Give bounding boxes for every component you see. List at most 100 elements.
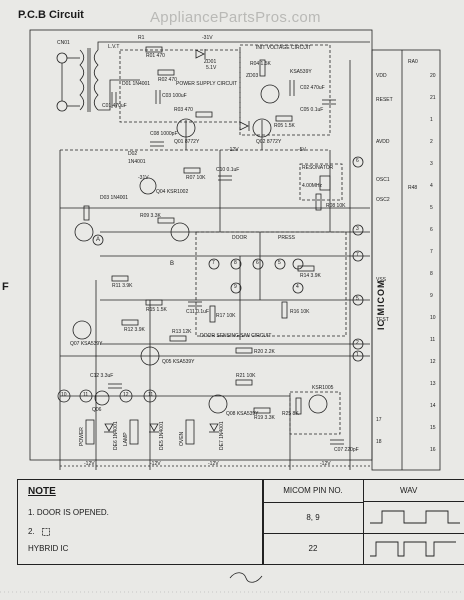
- label-r01: R01 470: [146, 53, 165, 59]
- node-number: 6: [256, 260, 259, 266]
- ic-pin-number: 15: [430, 425, 436, 431]
- label-reset: RESET: [376, 97, 393, 103]
- label-test: TEST: [376, 317, 389, 323]
- ic-pin-number: 1: [430, 117, 433, 123]
- label-r48: R48: [408, 185, 418, 191]
- label-c10: C10 0.1uF: [216, 167, 240, 173]
- label-resonator: RESONATOR: [302, 165, 334, 171]
- diodes: [104, 49, 250, 433]
- node-number: 5: [278, 260, 281, 266]
- ic-pin-number: 21: [430, 95, 436, 101]
- label-ra0: RA0: [408, 59, 418, 65]
- label-minus12c: -12V: [208, 461, 219, 467]
- label-osc1: OSC1: [376, 177, 390, 183]
- label-r05: R05 1.5K: [274, 123, 295, 129]
- ic-pin-number: 3: [430, 161, 433, 167]
- node-circles: [57, 156, 364, 403]
- node-cn01-b: [56, 100, 68, 112]
- ic-pin-number: 20: [430, 73, 436, 79]
- capacitors: [108, 80, 344, 445]
- note-title: NOTE: [28, 486, 56, 497]
- ic-pin-number: 4: [430, 183, 433, 189]
- label-door-sensing: DOOR SENSING S/W CIRCUIT: [200, 333, 272, 339]
- label-r07: R07 10K: [186, 175, 206, 181]
- ic-pin-number: 10: [430, 315, 436, 321]
- note-item-1: 1. DOOR IS OPENED.: [28, 508, 109, 517]
- ic-pin-number: 17: [376, 417, 382, 423]
- node-number: 11: [148, 392, 154, 398]
- ic-pin-number: 13: [430, 381, 436, 387]
- hybrid-ic-box: [289, 391, 341, 435]
- label-d01: D01 1N4001: [122, 81, 151, 87]
- ic-pin-number: 18: [376, 439, 382, 445]
- bus-top: [97, 41, 370, 50]
- transistor-q07: [72, 320, 92, 340]
- label-c12: C12 3.3uF: [90, 373, 114, 379]
- node-number: 3: [356, 226, 359, 232]
- label-c11: C11 0.1uF: [186, 309, 209, 315]
- pin-table-row-1: 8, 9: [263, 503, 364, 534]
- pin-table-row-2: 22: [263, 534, 364, 564]
- label-node-b: B: [170, 261, 175, 267]
- label-r21: R21 10K: [236, 373, 256, 379]
- label-z5v: 5.1V: [206, 65, 217, 71]
- label-r04: R04 1.5K: [250, 61, 271, 67]
- label-c07: C07 220pF: [334, 447, 359, 453]
- node-number: 9: [234, 284, 237, 290]
- label-zd03: ZD03: [246, 73, 259, 79]
- label-in4001: 1N4001: [128, 159, 146, 165]
- node-number: 2: [356, 340, 359, 346]
- label-node-a: A: [96, 237, 101, 243]
- label-q05: Q05 KSA539Y: [162, 359, 195, 365]
- label-press: PRESS: [278, 235, 295, 241]
- node-number: 10: [61, 392, 67, 398]
- resistors: [83, 46, 322, 415]
- transistor-q11: [74, 222, 94, 242]
- ic-pin-number: 2: [430, 139, 433, 145]
- label-r1: R1: [138, 35, 145, 41]
- label-r16: R16 10K: [290, 309, 310, 315]
- transformer-primary: [79, 49, 85, 111]
- micom-ic: [371, 49, 441, 471]
- micom-pin-table: MICOM PIN NO. WAV 8, 9 22: [262, 479, 464, 565]
- label-r20: R20 2.2K: [254, 349, 275, 355]
- label-vdd: VDD: [376, 73, 387, 79]
- label-q01: Q01 8772Y: [174, 139, 200, 145]
- label-vss: VSS: [376, 277, 387, 283]
- label-minus12v: -12V: [228, 147, 239, 153]
- transistor-q03: [260, 84, 280, 104]
- waveform-row-2: [370, 541, 456, 557]
- node-number: 6: [356, 158, 359, 164]
- label-init: INIT VOLTAGE CIRCUIT: [256, 45, 312, 51]
- label-xtal: 4.00MHz: [302, 183, 323, 189]
- label-minus5v: -5V: [298, 147, 306, 153]
- label-osc2: OSC2: [376, 197, 390, 203]
- label-minus12a: -12V: [84, 461, 95, 467]
- label-q06: Q06: [92, 407, 102, 413]
- page-edge-mark: F: [2, 281, 9, 293]
- ic-label: IC MICOM: [376, 279, 386, 331]
- node-number: 7: [356, 252, 359, 258]
- transistor-q09: [308, 394, 328, 414]
- label-d05: DE5 1N4001: [159, 421, 165, 450]
- label-lvt: L.V.T: [108, 44, 120, 50]
- ic-pin-number: 11: [430, 337, 436, 343]
- label-r14: R14 3.9K: [300, 273, 321, 279]
- node-number: 1: [356, 352, 359, 358]
- coil-power: [85, 419, 95, 445]
- label-r15: R15 1.5K: [146, 307, 167, 313]
- ic-pin-number: 7: [430, 249, 433, 255]
- label-q04: Q04 KSR1002: [156, 189, 189, 195]
- label-oven: OVEN: [179, 431, 185, 446]
- node-number: 11: [83, 392, 89, 398]
- label-ksa: KSA539Y: [290, 69, 312, 75]
- label-d03: D03 1N4001: [100, 195, 129, 201]
- ic-pin-number: 8: [430, 271, 433, 277]
- note-item-2: 2.: [28, 527, 35, 536]
- ic-pin-number: 12: [430, 359, 436, 365]
- label-lamp: LAMP: [123, 432, 129, 446]
- resonator-box: [299, 163, 343, 201]
- label-r03: R03 470: [174, 107, 193, 113]
- label-c01: C01 470uF: [102, 103, 127, 109]
- label-d06: DE7 1N4001: [219, 421, 225, 450]
